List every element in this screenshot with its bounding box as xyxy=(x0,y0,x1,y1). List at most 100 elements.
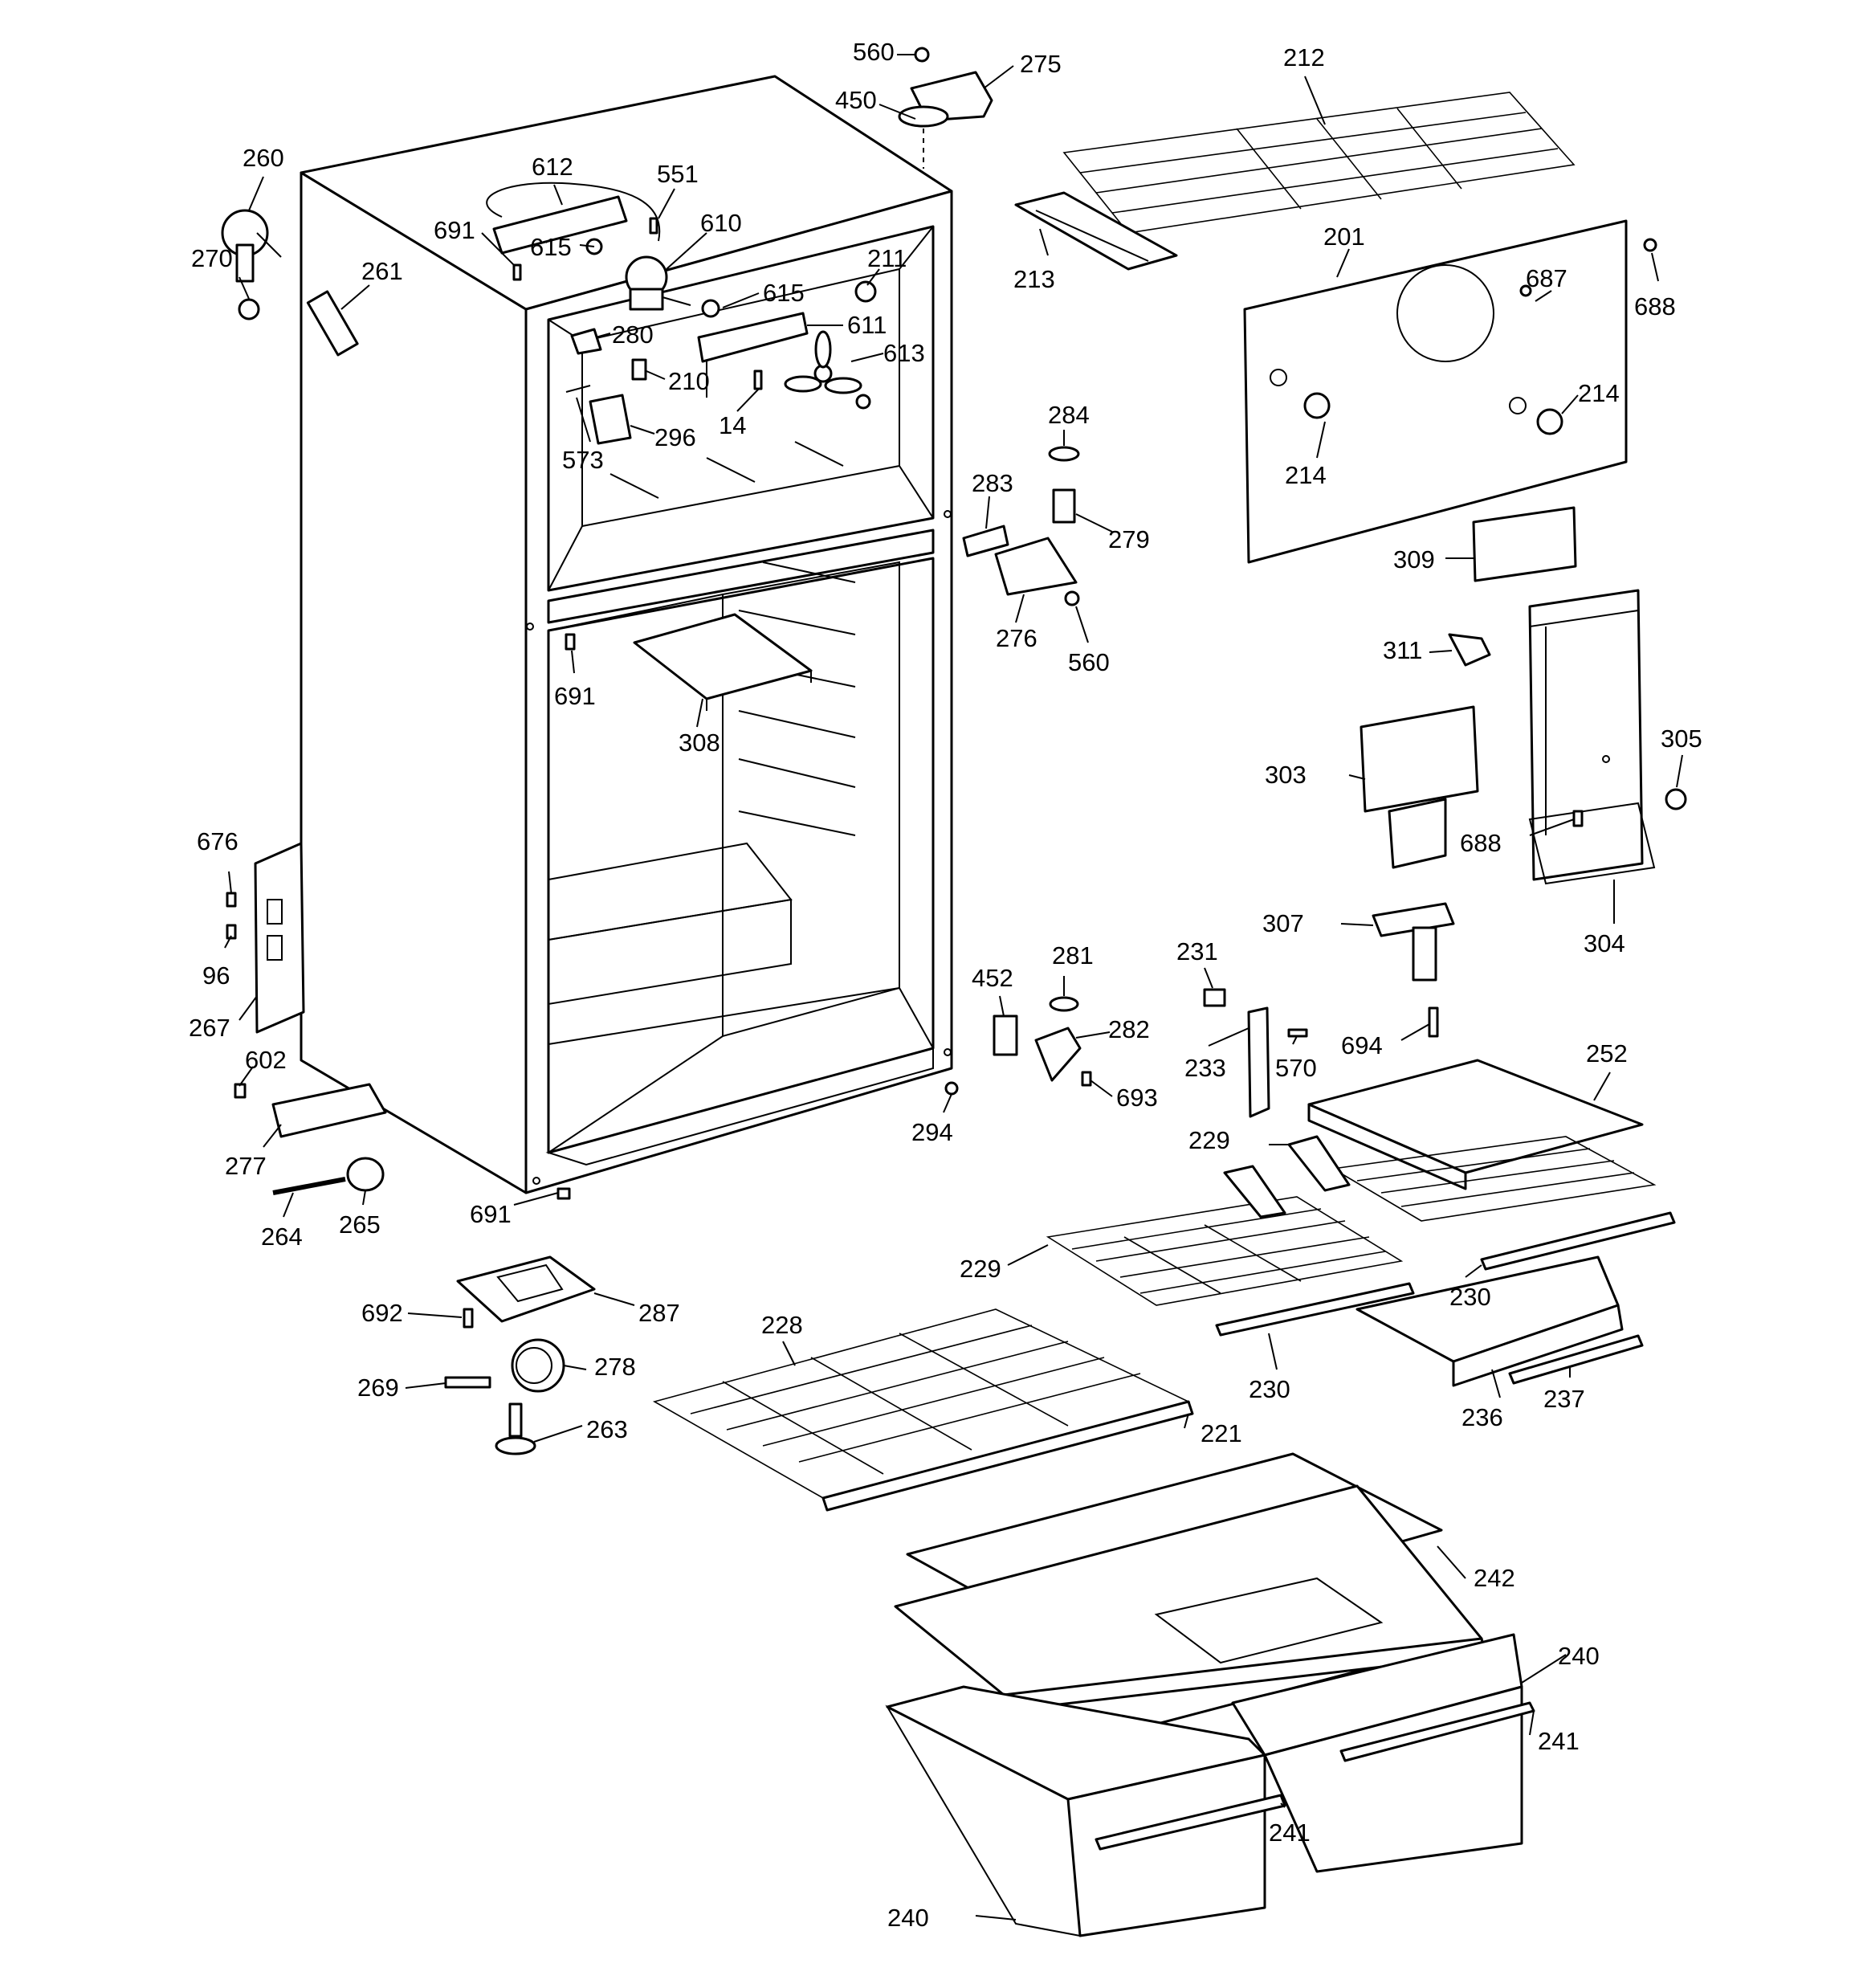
callout-96: 96 xyxy=(202,961,230,990)
callout-labels: 560 275 450 212 260 612 551 610 691 615 … xyxy=(189,38,1702,1932)
center-hinge-parts xyxy=(565,446,1080,711)
callout-276: 276 xyxy=(996,624,1037,652)
callout-311: 311 xyxy=(1383,636,1422,664)
callout-284: 284 xyxy=(1048,401,1090,429)
fresh-food-shelves xyxy=(652,1059,1676,1512)
part-304-air-duct xyxy=(1528,589,1656,885)
part-261-handle xyxy=(306,290,359,357)
part-228-wire-shelf xyxy=(652,1308,1191,1499)
part-230-trim-right xyxy=(1480,1211,1676,1271)
callout-233: 233 xyxy=(1184,1054,1226,1082)
part-311 xyxy=(1448,633,1491,667)
callout-610: 610 xyxy=(700,209,742,237)
callout-252: 252 xyxy=(1586,1039,1628,1067)
part-213-ice-tray xyxy=(1014,191,1178,271)
part-303-housing xyxy=(1360,705,1479,869)
part-233-rail xyxy=(1247,1006,1270,1118)
callout-201: 201 xyxy=(1323,222,1365,251)
callout-691: 691 xyxy=(434,216,475,244)
part-221-trim xyxy=(821,1400,1194,1512)
callout-573: 573 xyxy=(562,446,604,474)
callout-240: 240 xyxy=(887,1904,929,1932)
callout-676: 676 xyxy=(197,827,238,855)
callout-294: 294 xyxy=(911,1118,953,1146)
part-237-trim xyxy=(1508,1334,1644,1385)
callout-304: 304 xyxy=(1584,929,1625,957)
callout-236: 236 xyxy=(1461,1403,1503,1431)
callout-210: 210 xyxy=(668,367,710,395)
callout-560: 560 xyxy=(1068,648,1110,676)
crisper-assembly xyxy=(885,1452,1535,1937)
callout-611: 611 xyxy=(847,311,887,339)
air-duct-controls xyxy=(1360,589,1687,1038)
part-283 xyxy=(962,525,1009,557)
callout-615: 615 xyxy=(530,233,572,261)
part-282-hinge xyxy=(1034,1027,1082,1082)
part-229-wire-shelf-left xyxy=(1046,1165,1404,1306)
callout-211: 211 xyxy=(867,244,907,272)
part-278-wheel xyxy=(511,1338,565,1393)
callout-269: 269 xyxy=(357,1374,399,1402)
callout-242: 242 xyxy=(1474,1564,1515,1592)
callout-241: 241 xyxy=(1538,1727,1580,1755)
callout-450: 450 xyxy=(835,86,877,114)
callout-691: 691 xyxy=(470,1200,512,1228)
callout-281: 281 xyxy=(1052,941,1094,970)
part-611-bracket xyxy=(697,312,809,363)
part-201-evaporator-cover xyxy=(1243,219,1628,564)
callout-287: 287 xyxy=(638,1299,680,1327)
callout-270: 270 xyxy=(191,244,233,272)
part-240-crisper-drawer-right xyxy=(1231,1633,1523,1873)
part-296-bracket xyxy=(589,394,632,445)
callout-692: 692 xyxy=(361,1299,403,1327)
callout-230: 230 xyxy=(1449,1283,1491,1311)
part-308-tray xyxy=(633,613,813,711)
cabinet xyxy=(300,75,953,1194)
callout-231: 231 xyxy=(1176,937,1218,965)
part-230-trim-left xyxy=(1215,1282,1415,1337)
callout-275: 275 xyxy=(1020,50,1062,78)
callout-282: 282 xyxy=(1108,1015,1150,1043)
callout-283: 283 xyxy=(972,469,1013,497)
part-240-crisper-drawer-left xyxy=(885,1685,1266,1937)
callout-228: 228 xyxy=(761,1311,803,1339)
callout-687: 687 xyxy=(1526,264,1567,292)
callout-279: 279 xyxy=(1108,525,1150,553)
part-252-glass-shelf xyxy=(1307,1059,1644,1190)
callout-240: 240 xyxy=(1558,1642,1600,1670)
callout-278: 278 xyxy=(594,1353,636,1381)
callout-260: 260 xyxy=(243,144,284,172)
callout-612: 612 xyxy=(532,153,573,181)
freezer-components xyxy=(486,182,877,445)
lower-left-hardware xyxy=(226,842,1308,1455)
part-287-bracket xyxy=(456,1255,596,1323)
callout-214: 214 xyxy=(1285,461,1327,489)
part-307 xyxy=(1372,902,1455,982)
callout-303: 303 xyxy=(1265,761,1307,789)
leader-lines xyxy=(224,54,1683,1921)
part-212-wire-shelf xyxy=(1062,92,1576,234)
callout-602: 602 xyxy=(245,1046,287,1074)
callout-307: 307 xyxy=(1262,909,1304,937)
callout-263: 263 xyxy=(586,1415,628,1443)
callout-230: 230 xyxy=(1249,1375,1290,1403)
callout-237: 237 xyxy=(1543,1385,1585,1413)
part-276 xyxy=(994,537,1078,596)
callout-296: 296 xyxy=(654,423,696,451)
part-309-label xyxy=(1472,506,1577,582)
callout-693: 693 xyxy=(1116,1084,1158,1112)
callout-305: 305 xyxy=(1661,725,1702,753)
part-452-pad xyxy=(993,1014,1018,1056)
callout-452: 452 xyxy=(972,964,1013,992)
callout-615: 615 xyxy=(763,279,805,307)
callout-309: 309 xyxy=(1393,545,1435,574)
callout-308: 308 xyxy=(679,729,720,757)
callout-277: 277 xyxy=(225,1152,267,1180)
callout-229: 229 xyxy=(1188,1126,1230,1154)
callout-212: 212 xyxy=(1283,43,1325,71)
callout-570: 570 xyxy=(1275,1054,1317,1082)
callout-280: 280 xyxy=(612,320,654,349)
callout-267: 267 xyxy=(189,1014,230,1042)
callout-688: 688 xyxy=(1634,292,1676,320)
